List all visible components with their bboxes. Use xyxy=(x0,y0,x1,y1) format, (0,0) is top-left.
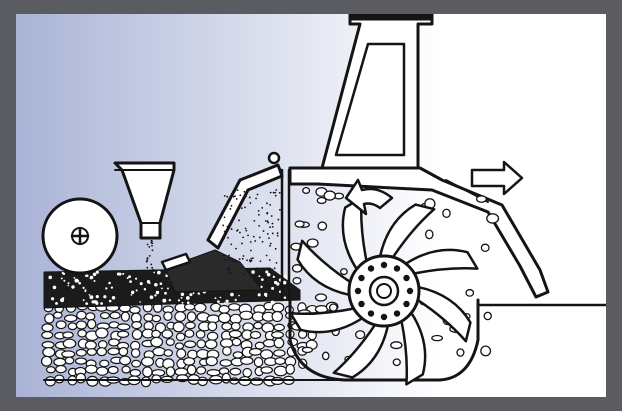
roller-icon xyxy=(43,199,117,273)
